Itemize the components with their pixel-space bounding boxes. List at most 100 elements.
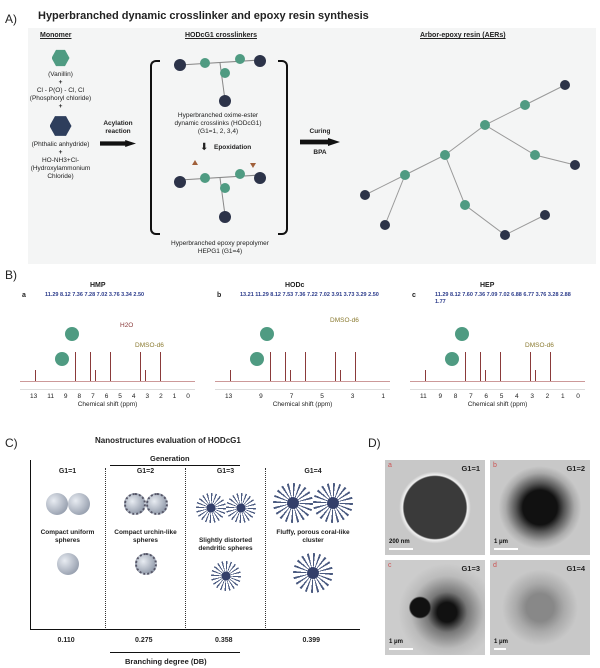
single-particle-icon (293, 553, 333, 593)
crosslinker-caption: Hyperbranched oxime-ester dynamic crossl… (174, 112, 262, 135)
generation-axis-label: Generation (150, 454, 190, 463)
plus-sign: + (58, 103, 63, 110)
solvent-label: DMSO-d6 (525, 342, 554, 349)
nmr-peak (95, 370, 96, 382)
acylation-arrow-icon (100, 140, 136, 147)
nmr-peak (425, 370, 426, 382)
nmr-peak (530, 352, 531, 382)
tick-label: 8 (453, 393, 458, 400)
generation-label: G1=2 (566, 464, 585, 473)
nmr-peak (290, 370, 291, 382)
peak-values: 11.29 8.12 7.60 7.36 7.09 7.02 6.88 6.77… (435, 292, 571, 305)
db-arrow-icon (110, 652, 240, 653)
tick-label: 4 (131, 393, 136, 400)
tick-label: 1 (560, 393, 565, 400)
solvent-label: DMSO-d6 (330, 317, 359, 324)
molecule-ring-icon (445, 352, 459, 366)
nanostructure-column: G1=4 Fluffy, porous coral-like cluster (265, 468, 360, 628)
tem-image-d: d G1=4 1 μm (490, 560, 590, 655)
generation-arrow-icon (110, 465, 240, 466)
hep-structure-icon (174, 160, 266, 223)
nmr-peak (335, 352, 336, 382)
vanillin-icon (51, 49, 70, 67)
tick-label: 2 (545, 393, 550, 400)
image-letter: c (388, 562, 392, 569)
spectrum-title: HODc (285, 282, 305, 289)
image-letter: a (388, 462, 392, 469)
panel-a-label: A) (5, 12, 17, 26)
panel-c-title: Nanostructures evaluation of HODcG1 (95, 436, 241, 445)
tick-label: 7 (469, 393, 473, 400)
x-axis-label: Chemical shift (ppm) (467, 401, 528, 408)
tick-label: 5 (320, 393, 324, 400)
right-bracket (278, 60, 288, 235)
single-particle-icon (210, 561, 241, 591)
tick-label: 6 (104, 393, 109, 400)
nmr-peak (340, 370, 341, 382)
spectrum-letter: c (412, 292, 416, 299)
nmr-peak (465, 352, 466, 382)
molecule-ring-icon (455, 327, 469, 341)
tick-label: 5 (118, 393, 122, 400)
branching-degree-value: 0.358 (215, 637, 233, 644)
nmr-peak (480, 352, 481, 382)
tem-image-b: b G1=2 1 μm (490, 460, 590, 555)
water-label: H2O (120, 322, 134, 329)
baseline (410, 381, 585, 382)
nmr-peak (305, 352, 306, 382)
tick-label: 5 (499, 393, 504, 400)
peak-values: 13.21 11.29 8.12 7.53 7.36 7.22 7.02 3.9… (240, 292, 379, 298)
nmr-peak (270, 352, 271, 382)
tick-label: 9 (438, 393, 443, 400)
bpa-label: BPA (313, 149, 327, 156)
tick-label: 3 (350, 393, 355, 400)
single-particle-icon (56, 553, 79, 575)
arbor-epoxy-resin-network-icon (360, 80, 580, 240)
x-axis (410, 389, 585, 390)
nmr-peak (550, 352, 551, 382)
tick-label: 7 (289, 393, 294, 400)
scale-bar-label: 1 μm (494, 539, 509, 545)
generation-label: G1=1 (461, 464, 480, 473)
generation-label: G1=3 (461, 564, 480, 573)
nmr-peak (355, 352, 356, 382)
hodc-structure-icon (174, 54, 266, 107)
phthalic-anhydride-icon (49, 116, 72, 136)
curing-label: Curing (309, 128, 331, 135)
x-axis (215, 389, 390, 390)
prepolymer-caption: Hyperbranched epoxy prepolymer HEPG1 (G1… (171, 240, 269, 255)
particle-pair-icon (266, 483, 360, 523)
generation-label: G1=4 (566, 564, 585, 573)
tick-label: 13 (30, 393, 38, 400)
peak-values: 11.29 8.12 7.36 7.28 7.02 3.76 3.34 2.50 (45, 292, 145, 298)
morphology-description: Fluffy, porous coral-like cluster (276, 529, 350, 544)
tick-label: 0 (186, 393, 190, 400)
solvent-label: DMSO-d6 (135, 342, 164, 349)
nmr-peak (230, 370, 231, 382)
nmr-peak (160, 352, 161, 382)
down-arrow-icon: ⬇ (200, 142, 209, 153)
x-axis-label: Chemical shift (ppm) (272, 401, 333, 408)
baseline (215, 381, 390, 382)
tick-label: 11 (420, 393, 427, 400)
acylation-label: Acylation reaction (103, 120, 133, 135)
single-particle-icon (134, 553, 157, 575)
tick-label: 3 (530, 393, 534, 400)
x-axis-label: Chemical shift (ppm) (77, 401, 138, 408)
tick-label: 9 (259, 393, 263, 400)
tick-label: 9 (63, 393, 68, 400)
generation-label: G1=1 (58, 468, 77, 475)
panel-c-axes (30, 460, 360, 630)
branching-degree-value: 0.275 (135, 637, 153, 644)
panel-b-label: B) (5, 268, 17, 282)
scale-bar-label: 1 μm (389, 639, 404, 645)
nmr-peak (535, 370, 536, 382)
reagent-phthalic-anhydride: (Phthalic anhydride) (31, 141, 90, 148)
panel-a-background (28, 28, 596, 264)
tick-label: 13 (225, 393, 233, 400)
tick-label: 0 (576, 393, 580, 400)
scale-bar-label: 1 μm (494, 639, 509, 645)
nmr-peak (75, 352, 76, 382)
